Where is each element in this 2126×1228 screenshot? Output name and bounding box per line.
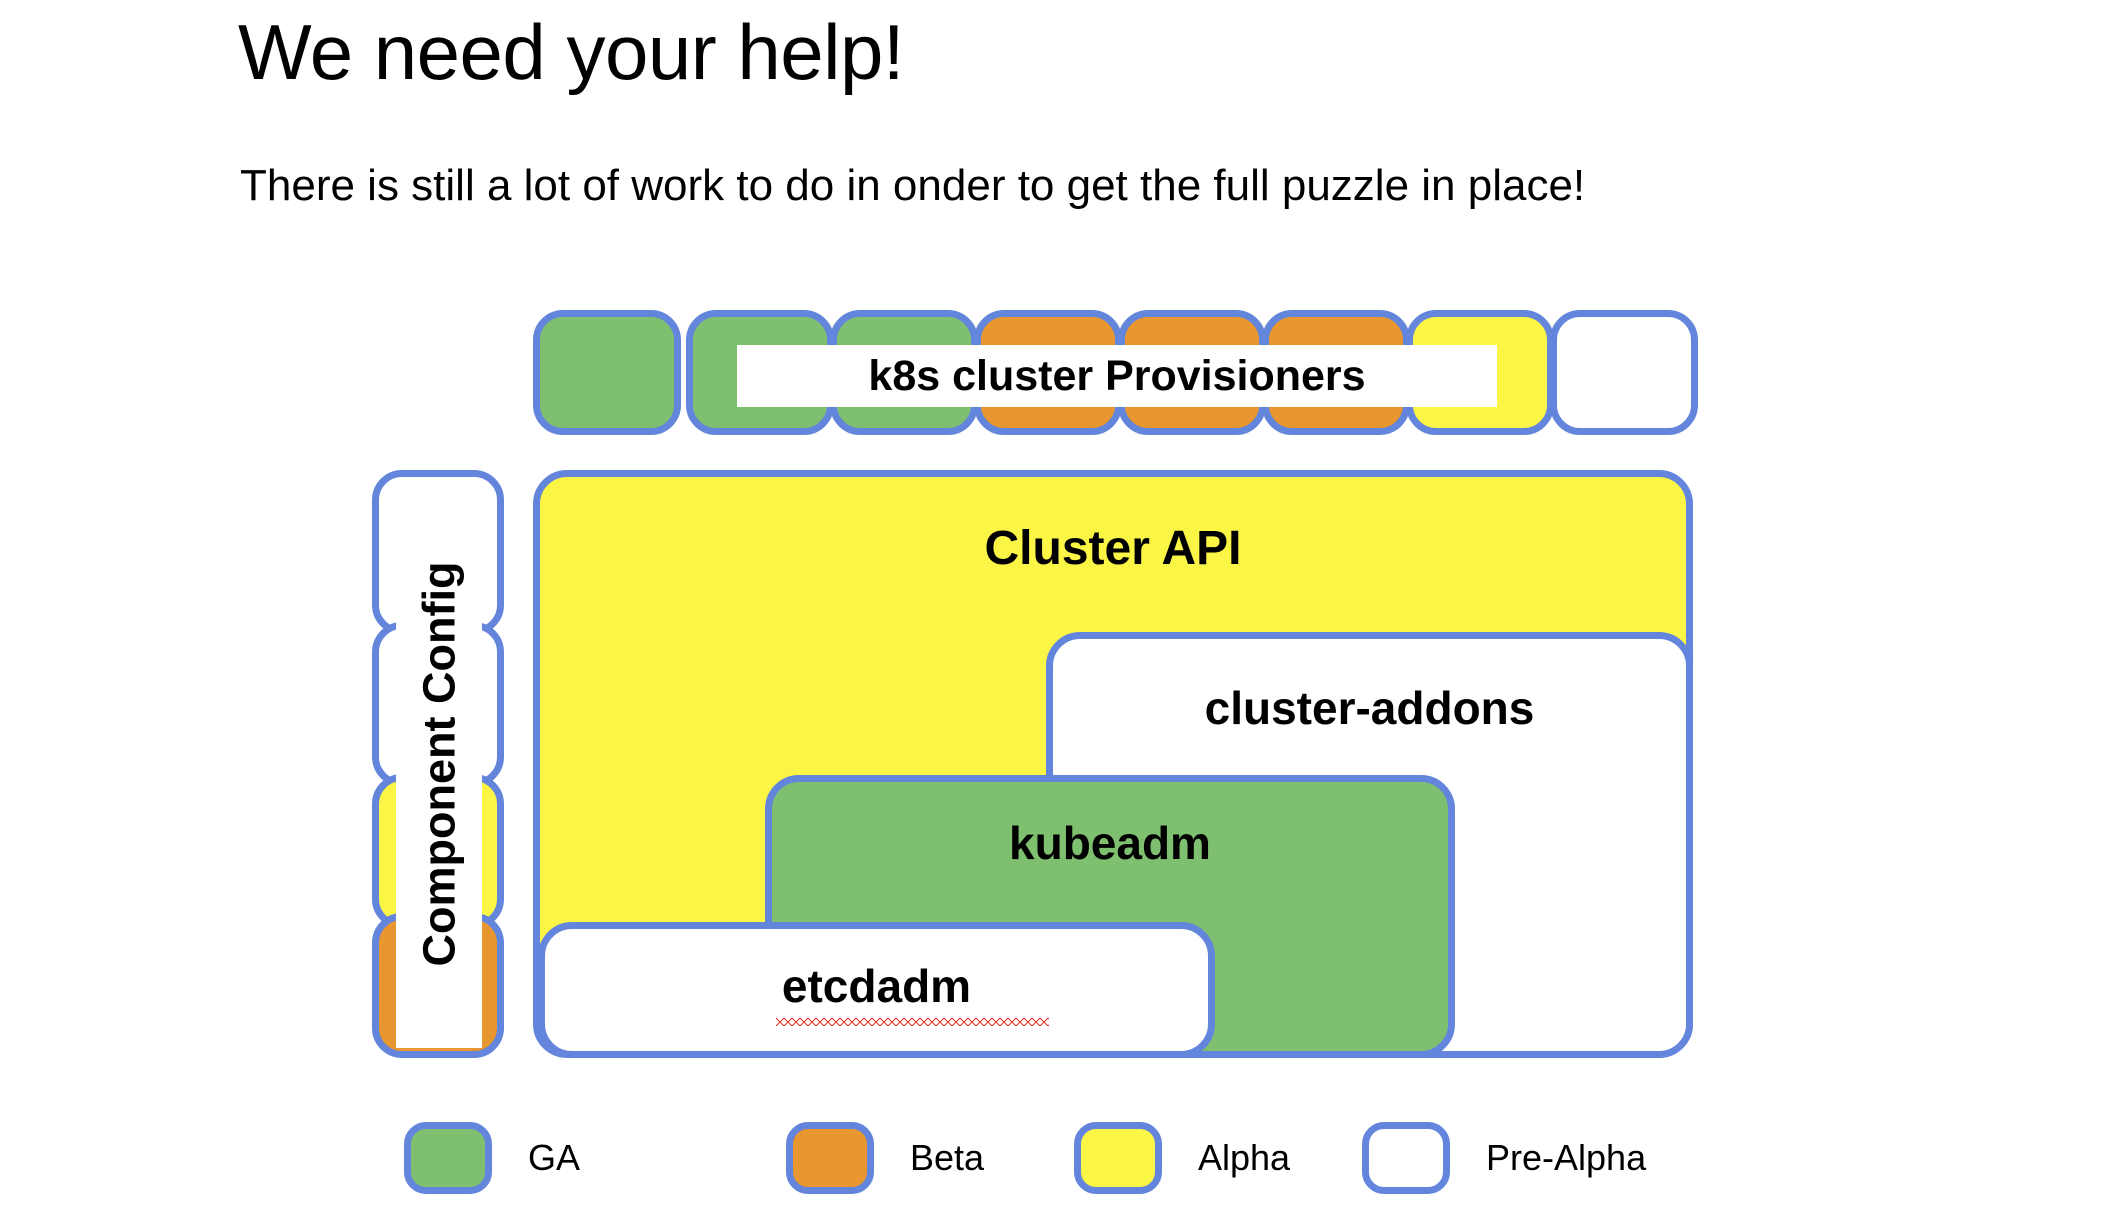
provisioner-row-label: k8s cluster Provisioners: [737, 345, 1497, 407]
status-legend: GA Beta Alpha Pre-Alpha: [404, 1122, 1724, 1212]
legend-item-alpha: Alpha: [1074, 1122, 1290, 1194]
legend-swatch-ga-icon: [404, 1122, 492, 1194]
cluster-addons-label: cluster-addons: [1204, 682, 1535, 734]
page-subtitle: There is still a lot of work to do in on…: [240, 161, 1586, 210]
legend-item-pre-alpha: Pre-Alpha: [1362, 1122, 1646, 1194]
legend-item-beta: Beta: [786, 1122, 984, 1194]
legend-label-ga: GA: [528, 1137, 581, 1178]
legend-swatch-pre-alpha-icon: [1362, 1122, 1450, 1194]
cluster-api-label: Cluster API: [984, 522, 1242, 575]
page-title: We need your help!: [238, 8, 905, 96]
etcdadm-label: etcdadm: [775, 960, 1050, 1026]
component-config-label-text: Component Config: [413, 561, 465, 967]
legend-label-alpha: Alpha: [1198, 1137, 1291, 1178]
kubeadm-label: kubeadm: [1009, 817, 1211, 869]
etcdadm-label-wrap: etcdadm: [545, 959, 1208, 1026]
legend-label-beta: Beta: [910, 1137, 985, 1178]
legend-label-pre-alpha: Pre-Alpha: [1486, 1137, 1647, 1178]
legend-item-ga: GA: [404, 1122, 580, 1194]
provisioner-box-8: [1550, 310, 1698, 435]
etcdadm-box: etcdadm: [538, 922, 1215, 1058]
provisioner-box-1: [533, 310, 681, 435]
legend-swatch-beta-icon: [786, 1122, 874, 1194]
component-config-label: Component Config: [396, 480, 482, 1048]
legend-swatch-alpha-icon: [1074, 1122, 1162, 1194]
